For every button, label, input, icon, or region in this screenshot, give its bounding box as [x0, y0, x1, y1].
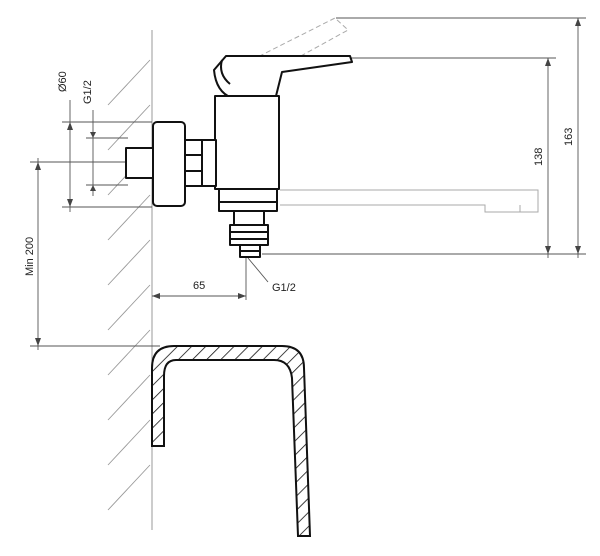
lever-inner-curve: [220, 59, 231, 85]
outlet-housing: [218, 188, 278, 212]
label-min-height: Min 200: [24, 237, 36, 276]
dimension-arrows: [35, 18, 581, 346]
label-offset: 65: [193, 280, 205, 292]
lever-handle: [213, 55, 353, 99]
label-thread-inlet: G1/2: [82, 80, 94, 104]
body-neck: [201, 139, 217, 187]
connecting-nut: [184, 139, 203, 187]
outlet-thread: [229, 224, 269, 246]
bathtub-section: [151, 345, 312, 537]
valve-body: [214, 95, 280, 190]
label-height-spout: 138: [533, 148, 545, 166]
label-thread-outlet: G1/2: [272, 282, 296, 294]
dimension-labels: Ø60 G1/2 Min 200 65 G1/2 138 163: [24, 71, 575, 294]
wall-flange: [152, 121, 186, 207]
dimension-lines: [30, 17, 586, 350]
label-diameter: Ø60: [57, 71, 69, 92]
wall-hatching: [107, 59, 151, 511]
spout-outline: [280, 189, 539, 213]
label-height-total: 163: [563, 128, 575, 146]
faucet: [125, 55, 353, 258]
eccentric-connector: [125, 147, 157, 179]
outlet-stem: [233, 210, 265, 226]
bathtub-wall: [151, 345, 312, 537]
wall: [107, 30, 153, 530]
